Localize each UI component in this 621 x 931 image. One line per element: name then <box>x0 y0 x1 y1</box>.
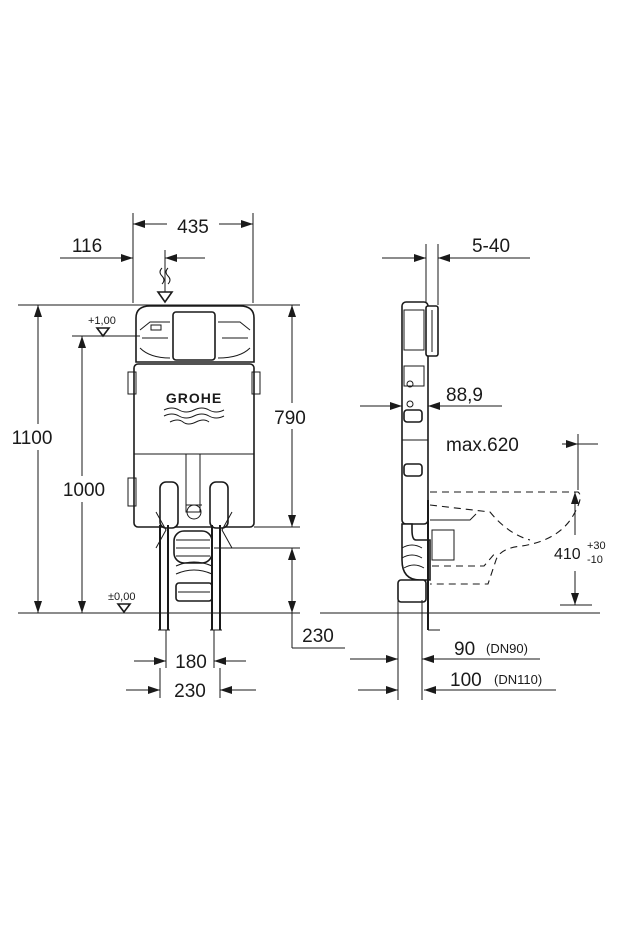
dim-bowl-max: max.620 <box>446 434 598 490</box>
dim-foot-height-label: 230 <box>302 626 334 647</box>
dim-drain-100: 100 (DN110) <box>358 670 556 694</box>
dim-bowl-max-label: max.620 <box>446 435 519 456</box>
level-zero-label: ±0,00 <box>108 591 135 603</box>
dim-offset-left-label: 116 <box>72 236 102 257</box>
level-zero: ±0,00 <box>108 591 135 614</box>
dim-drain-100-label: 100 <box>450 670 482 691</box>
dim-height-frame: 790 <box>254 305 318 528</box>
dim-height-total: 1100 <box>0 305 64 613</box>
dim-height-top-label: 1000 <box>63 480 105 501</box>
cistern-head <box>135 305 255 363</box>
dim-panel-depth-label: 5-40 <box>472 236 510 257</box>
dim-foot-inner: 180 <box>134 630 246 673</box>
dim-height-frame-label: 790 <box>274 408 306 429</box>
dim-drain-100-dn: (DN110) <box>494 672 542 687</box>
level-top: +1,00 <box>72 315 140 338</box>
dim-panel-depth: 5-40 <box>382 236 530 305</box>
water-inlet-icon <box>156 267 174 304</box>
dim-foot-outer: 230 <box>126 668 256 702</box>
side-view: 5-40 88,9 <box>320 236 606 700</box>
brand-logo: GROHE <box>166 390 222 406</box>
frame-profile <box>401 301 439 525</box>
dim-bowl-tol-plus: +30 <box>587 540 606 552</box>
dim-bowl-height-label: 410 <box>554 546 581 563</box>
level-top-label: +1,00 <box>88 315 116 327</box>
dim-foot-inner-label: 180 <box>175 652 207 673</box>
dim-width-total-label: 435 <box>177 217 209 238</box>
dim-bowl-tol-minus: -10 <box>587 554 603 566</box>
dim-height-total-label: 1100 <box>12 428 53 449</box>
dim-bowl-height: 410 +30 -10 <box>554 492 606 606</box>
dim-drain-90-label: 90 <box>454 639 475 660</box>
cistern-body: GROHE <box>127 363 261 528</box>
dim-height-top: 1000 <box>50 336 114 613</box>
dim-foot-height: 230 <box>214 547 345 649</box>
front-view: 435 116 <box>0 212 345 702</box>
dim-width-total: 435 <box>132 212 254 303</box>
dim-drain-90: 90 (DN90) <box>350 600 540 700</box>
toilet-bowl-outline <box>429 491 581 585</box>
dim-drain-90-dn: (DN90) <box>486 641 528 656</box>
dim-offset-left: 116 <box>60 236 205 300</box>
dim-pipe-diameter-label: 88,9 <box>446 385 483 406</box>
dim-pipe-diameter: 88,9 <box>360 385 502 410</box>
drain-pipe-side <box>397 500 477 631</box>
drain-connector <box>173 530 213 602</box>
frame-rails <box>155 453 233 549</box>
dim-foot-outer-label: 230 <box>174 681 206 702</box>
